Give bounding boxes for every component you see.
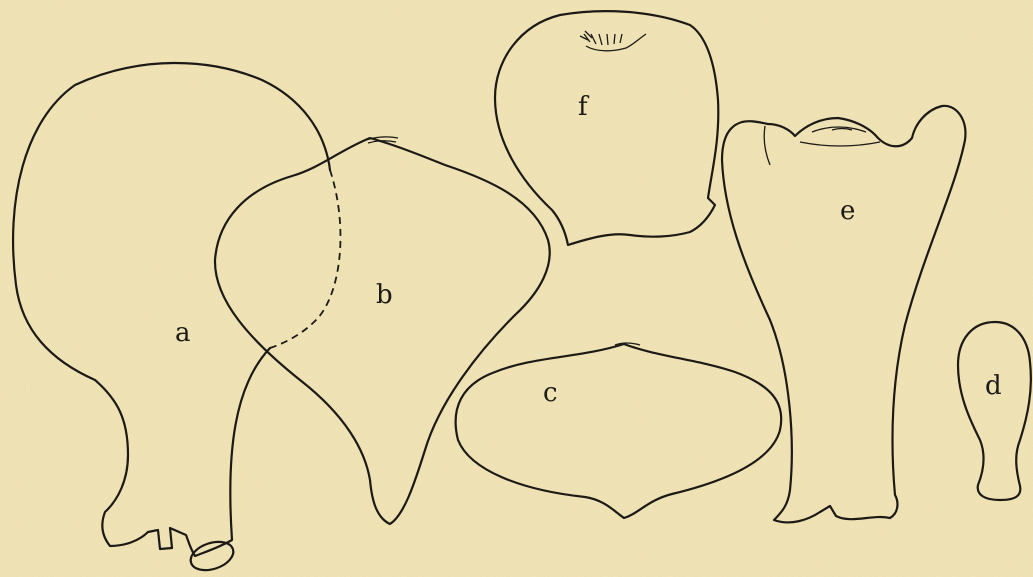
label-f: f [578,94,588,120]
label-b: b [376,282,393,308]
label-a: a [175,320,191,346]
label-d: d [985,373,1002,399]
label-e: e [840,198,855,224]
label-c: c [543,380,558,406]
